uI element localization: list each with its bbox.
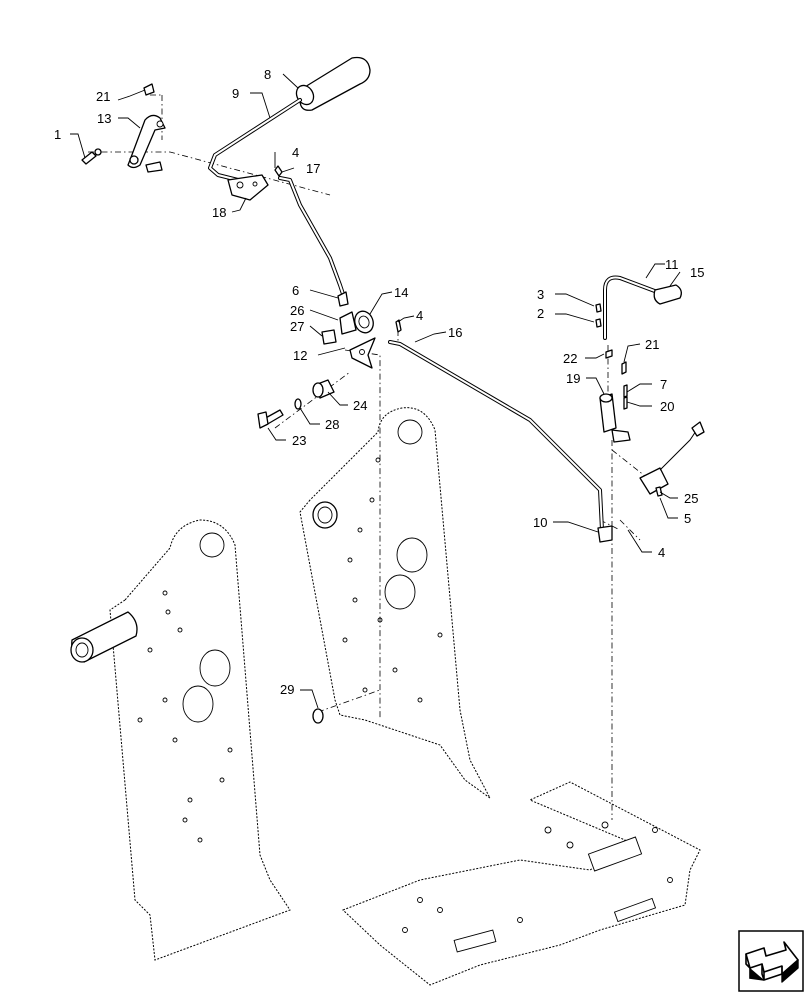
right-lever-11 [603,275,662,340]
callout-10: 10 [533,515,547,530]
callout-26: 26 [290,303,304,318]
clevis-assembly-12 [321,291,376,369]
callout-28: 28 [325,417,339,432]
callout-4-top: 4 [292,145,299,160]
bolt-23 [257,409,284,429]
callout-3: 3 [537,287,544,302]
next-page-arrow-icon [738,930,804,992]
pins-7-20-21 [621,361,628,410]
center-frame-plate [299,407,491,799]
next-page-button[interactable] [738,930,804,992]
plug-29 [312,708,324,724]
callout-20: 20 [660,399,674,414]
callout-6: 6 [292,283,299,298]
callout-21-top: 21 [96,89,110,104]
cable-sensor-25 [639,421,705,497]
callout-19: 19 [566,371,580,386]
pivot-19 [599,349,631,443]
callout-18: 18 [212,205,226,220]
spring-pins-2-3 [595,303,602,328]
bolt-1 [81,148,102,165]
callout-1: 1 [54,127,61,142]
callout-21-right: 21 [645,337,659,352]
callout-4-center: 4 [416,308,423,323]
callout-8: 8 [264,67,271,82]
lever-rod-9 [208,98,302,182]
callout-29: 29 [280,682,294,697]
callout-11: 11 [665,257,679,272]
callout-14: 14 [394,285,408,300]
callout-17: 17 [306,161,320,176]
pin-21-top [143,83,155,96]
callout-15: 15 [690,265,704,280]
callout-22: 22 [563,351,577,366]
link-13 [127,114,166,173]
control-rod-17 [274,165,347,302]
left-frame-plate [70,519,291,961]
pin-4-center [395,319,402,333]
callout-24: 24 [353,398,367,413]
bracket-18 [227,174,269,201]
callout-23: 23 [292,433,306,448]
callout-27: 27 [290,319,304,334]
callout-13: 13 [97,111,111,126]
clip-10 [597,525,613,543]
callout-25: 25 [684,491,698,506]
callout-16: 16 [448,325,462,340]
callout-2: 2 [537,306,544,321]
handle-grip-8 [295,56,371,111]
leader-lines [70,73,681,709]
callout-5: 5 [684,511,691,526]
floor-base-plate [342,781,701,986]
washer-28 [294,398,302,410]
callout-4-right: 4 [658,545,665,560]
right-grip-15 [653,284,682,305]
callout-12: 12 [293,348,307,363]
callout-7: 7 [660,377,667,392]
callout-labels: 1 2 3 4 4 4 5 6 7 8 9 10 11 12 13 14 15 … [54,67,704,697]
callout-9: 9 [232,86,239,101]
